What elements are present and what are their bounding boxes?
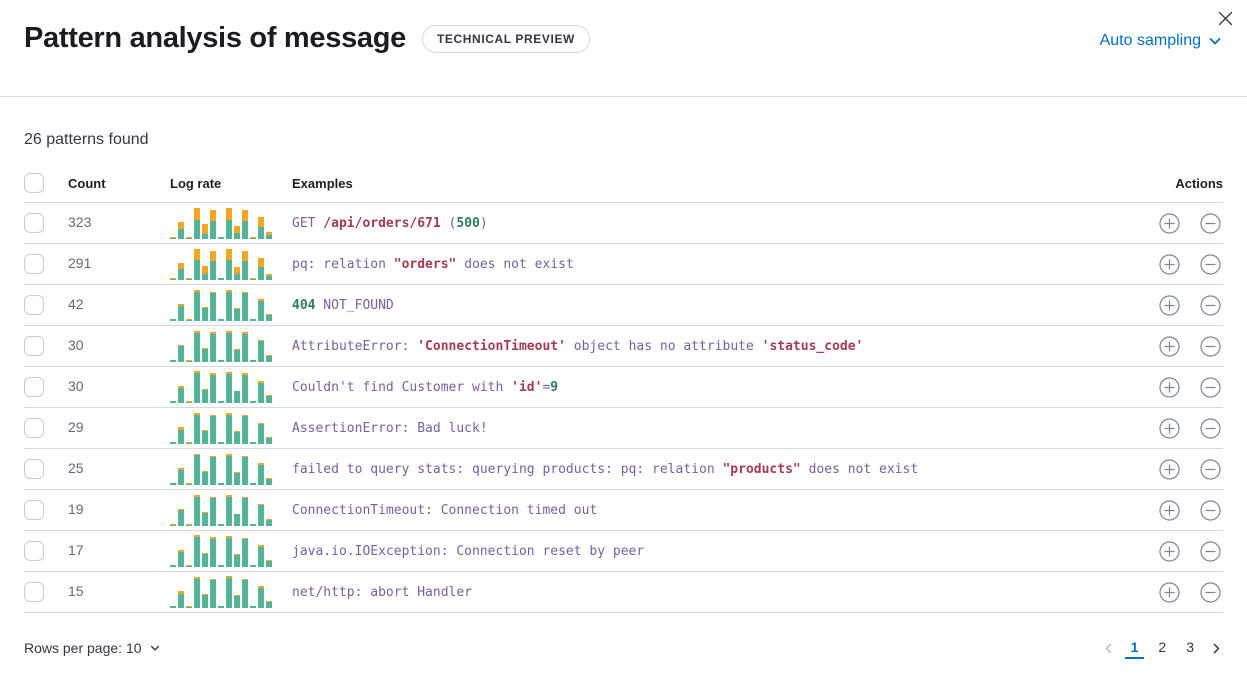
pattern-example-text: GET /api/orders/671 (500) (292, 216, 488, 231)
log-rate-sparkline (170, 453, 272, 485)
filter-in-icon[interactable] (1159, 376, 1180, 398)
patterns-table: Count Log rate Examples Actions 323 GET … (24, 165, 1223, 613)
pattern-example-text: ConnectionTimeout: Connection timed out (292, 503, 598, 518)
filter-out-icon[interactable] (1200, 581, 1221, 603)
row-checkbox[interactable] (24, 582, 44, 602)
page-number-3[interactable]: 3 (1186, 639, 1194, 655)
table-row: 30 Couldn't find Customer with 'id'=9 (24, 366, 1223, 408)
log-rate-sparkline (170, 289, 272, 321)
rows-per-page-label: Rows per page: 10 (24, 640, 142, 656)
log-rate-sparkline (170, 248, 272, 280)
pattern-count: 42 (68, 296, 84, 312)
row-checkbox[interactable] (24, 336, 44, 356)
rows-per-page-selector[interactable]: Rows per page: 10 (24, 640, 161, 656)
table-row: 29 AssertionError: Bad luck! (24, 407, 1223, 449)
row-checkbox[interactable] (24, 377, 44, 397)
table-row: 30 AttributeError: 'ConnectionTimeout' o… (24, 325, 1223, 367)
filter-out-icon[interactable] (1200, 458, 1221, 480)
row-checkbox[interactable] (24, 541, 44, 561)
chevron-down-icon (149, 642, 161, 654)
pattern-example-text: Couldn't find Customer with 'id'=9 (292, 380, 559, 395)
filter-in-icon[interactable] (1159, 499, 1180, 521)
table-row: 15 net/http: abort Handler (24, 571, 1223, 613)
filter-in-icon[interactable] (1159, 458, 1180, 480)
log-rate-sparkline (170, 576, 272, 608)
row-checkbox[interactable] (24, 459, 44, 479)
pattern-count: 29 (68, 419, 84, 435)
table-row: 25 failed to query stats: querying produ… (24, 448, 1223, 490)
filter-in-icon[interactable] (1159, 335, 1180, 357)
pattern-example-text: pq: relation "orders" does not exist (292, 257, 574, 272)
log-rate-sparkline (170, 207, 272, 239)
previous-page-icon[interactable] (1102, 642, 1115, 655)
table-body: 323 GET /api/orders/671 (500) 291 pq: re… (24, 202, 1223, 613)
patterns-found-summary: 26 patterns found (24, 131, 149, 148)
filter-in-icon[interactable] (1159, 253, 1180, 275)
sampling-dropdown-label: Auto sampling (1099, 32, 1201, 49)
log-rate-sparkline (170, 412, 272, 444)
flyout-header: Pattern analysis of message TECHNICAL PR… (0, 0, 1247, 97)
table-header-row: Count Log rate Examples Actions (24, 165, 1223, 203)
sampling-dropdown[interactable]: Auto sampling (1100, 32, 1223, 50)
table-row: 42 404 NOT_FOUND (24, 284, 1223, 326)
filter-out-icon[interactable] (1200, 540, 1221, 562)
filter-in-icon[interactable] (1159, 294, 1180, 316)
pattern-count: 15 (68, 583, 84, 599)
pattern-count: 323 (68, 214, 92, 230)
table-row: 17 java.io.IOException: Connection reset… (24, 530, 1223, 572)
filter-out-icon[interactable] (1200, 294, 1221, 316)
next-page-icon[interactable] (1210, 642, 1223, 655)
pattern-example-text: java.io.IOException: Connection reset by… (292, 544, 645, 559)
row-checkbox[interactable] (24, 254, 44, 274)
technical-preview-badge: TECHNICAL PREVIEW (421, 24, 590, 53)
pattern-count: 19 (68, 501, 84, 517)
column-header-actions: Actions (1123, 165, 1223, 203)
pattern-example-text: AssertionError: Bad luck! (292, 421, 488, 436)
column-header-count: Count (68, 165, 170, 203)
close-icon[interactable] (1213, 6, 1237, 30)
log-rate-sparkline (170, 371, 272, 403)
column-header-examples: Examples (292, 165, 1123, 203)
pattern-count: 17 (68, 542, 84, 558)
pattern-example-text: net/http: abort Handler (292, 585, 473, 600)
filter-out-icon[interactable] (1200, 376, 1221, 398)
table-row: 291 pq: relation "orders" does not exist (24, 243, 1223, 285)
pattern-count: 30 (68, 337, 84, 353)
filter-in-icon[interactable] (1159, 212, 1180, 234)
flyout-content: 26 patterns found Count Log rate Example… (0, 131, 1247, 613)
page-number-2[interactable]: 2 (1158, 639, 1167, 655)
column-header-log-rate: Log rate (170, 165, 292, 203)
filter-out-icon[interactable] (1200, 212, 1221, 234)
log-rate-sparkline (170, 330, 272, 362)
row-checkbox[interactable] (24, 295, 44, 315)
select-all-checkbox[interactable] (24, 173, 44, 193)
page-number-1[interactable]: 1 (1124, 637, 1145, 659)
filter-out-icon[interactable] (1200, 253, 1221, 275)
pattern-count: 291 (68, 255, 92, 271)
filter-out-icon[interactable] (1200, 499, 1221, 521)
row-checkbox[interactable] (24, 418, 44, 438)
pattern-example-text: 404 NOT_FOUND (292, 298, 394, 313)
pattern-example-text: AttributeError: 'ConnectionTimeout' obje… (292, 339, 864, 354)
log-rate-sparkline (170, 535, 272, 567)
filter-out-icon[interactable] (1200, 335, 1221, 357)
chevron-down-icon (1207, 33, 1223, 49)
pattern-count: 25 (68, 460, 84, 476)
row-checkbox[interactable] (24, 213, 44, 233)
table-row: 323 GET /api/orders/671 (500) (24, 202, 1223, 244)
filter-in-icon[interactable] (1159, 540, 1180, 562)
filter-in-icon[interactable] (1159, 417, 1180, 439)
log-rate-sparkline (170, 494, 272, 526)
pattern-count: 30 (68, 378, 84, 394)
page-title: Pattern analysis of message (24, 22, 406, 54)
table-row: 19 ConnectionTimeout: Connection timed o… (24, 489, 1223, 531)
filter-out-icon[interactable] (1200, 417, 1221, 439)
filter-in-icon[interactable] (1159, 581, 1180, 603)
row-checkbox[interactable] (24, 500, 44, 520)
pattern-example-text: failed to query stats: querying products… (292, 462, 919, 477)
